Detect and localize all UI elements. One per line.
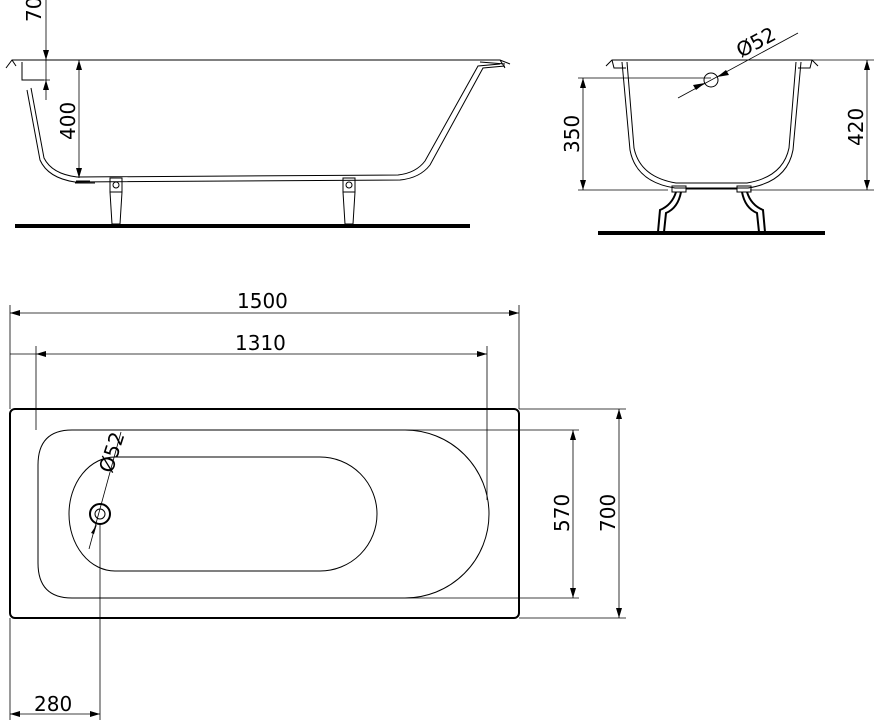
end-view: Ø52 350 420 bbox=[560, 22, 874, 235]
end-view-bowl-inner bbox=[626, 61, 797, 184]
side-view-right-leg bbox=[342, 177, 356, 225]
top-view: Ø52 1500 1310 570 bbox=[9, 289, 626, 720]
side-view-tub-outer bbox=[26, 65, 506, 183]
side-view-rim bbox=[5, 59, 511, 81]
dim-end-total-height-label: 420 bbox=[844, 108, 868, 146]
dim-end-drain-diameter-label: Ø52 bbox=[732, 22, 780, 63]
side-view-tub-inner bbox=[30, 63, 501, 178]
dim-drain-offset: 280 bbox=[9, 524, 101, 720]
dim-overall-length: 1500 bbox=[9, 289, 520, 409]
side-view-bottom-rib bbox=[75, 180, 95, 184]
dim-end-inner-depth-label: 350 bbox=[560, 115, 584, 153]
dim-inner-width: 570 bbox=[405, 429, 579, 599]
dim-overall-length-label: 1500 bbox=[237, 289, 288, 313]
dim-overall-width-label: 700 bbox=[596, 494, 620, 532]
dim-rim-offset-label: 70 bbox=[22, 0, 46, 22]
top-view-basin bbox=[37, 429, 490, 599]
dim-overall-width: 700 bbox=[519, 408, 626, 619]
dim-inner-width-label: 570 bbox=[550, 494, 574, 532]
top-view-bottom-panel bbox=[68, 456, 378, 572]
top-view-outer-rim bbox=[9, 408, 520, 619]
end-view-drain-hole bbox=[703, 72, 719, 88]
dim-inner-length: 1310 bbox=[10, 331, 488, 500]
dim-side-height: 400 bbox=[56, 60, 82, 178]
dim-drain-offset-label: 280 bbox=[34, 692, 72, 716]
top-view-drain bbox=[89, 503, 111, 525]
end-view-bowl-outer bbox=[621, 61, 802, 189]
dim-top-drain-diameter: Ø52 bbox=[88, 429, 130, 550]
side-view: 70 400 bbox=[5, 0, 511, 228]
dim-inner-length-label: 1310 bbox=[235, 331, 286, 355]
dim-side-height-label: 400 bbox=[56, 102, 80, 140]
dim-top-drain-diameter-label: Ø52 bbox=[94, 429, 130, 476]
side-view-left-leg bbox=[109, 177, 123, 225]
end-view-rim bbox=[605, 59, 819, 69]
end-view-legs bbox=[657, 185, 766, 233]
dim-end-total-height: 420 bbox=[750, 59, 874, 191]
dim-end-inner-depth: 350 bbox=[560, 77, 711, 191]
dim-rim-offset: 70 bbox=[14, 0, 84, 100]
